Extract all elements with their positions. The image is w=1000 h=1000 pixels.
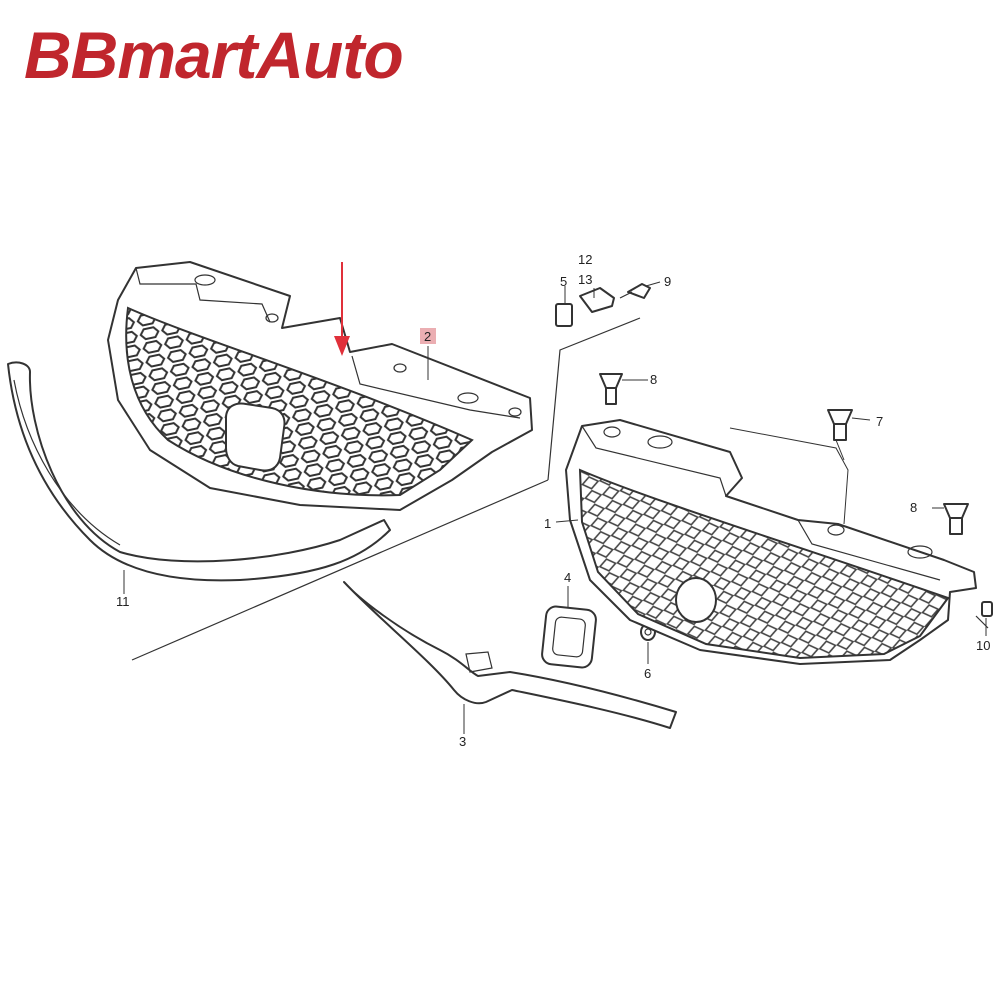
callout-3: 3 [459, 734, 466, 749]
brand-logo-text: BBmartAuto [24, 18, 404, 92]
part-10-screw [975, 601, 993, 629]
part-11-molding-strip [7, 361, 391, 582]
part-1-grille-assembly [565, 419, 977, 665]
callout-13: 13 [578, 272, 592, 287]
callout-2: 2 [424, 329, 431, 344]
callout-8-lower: 8 [910, 500, 917, 515]
part-8-clip-upper [599, 373, 623, 405]
part-2-upper-grille [107, 261, 533, 511]
callout-6: 6 [644, 666, 651, 681]
callout-1: 1 [544, 516, 551, 531]
part-9-bolt [619, 283, 651, 299]
highlight-arrow [334, 262, 350, 356]
part-7-clip [827, 409, 853, 441]
callout-7: 7 [876, 414, 883, 429]
part-8-clip-lower [943, 503, 969, 535]
callout-8-upper: 8 [650, 372, 657, 387]
callout-4: 4 [564, 570, 571, 585]
separator-line [547, 317, 641, 481]
part-12-13-plate [579, 287, 615, 313]
part-3-chrome-garnish [343, 581, 677, 729]
part-4-emblem-frame [541, 605, 597, 669]
callout-12: 12 [578, 252, 592, 267]
callout-5: 5 [560, 274, 567, 289]
separator-line [131, 479, 549, 661]
highlight-tag [420, 328, 436, 344]
callout-11: 11 [116, 594, 130, 609]
callout-9: 9 [664, 274, 671, 289]
callout-10: 10 [976, 638, 990, 653]
part-5-bracket [555, 303, 573, 327]
